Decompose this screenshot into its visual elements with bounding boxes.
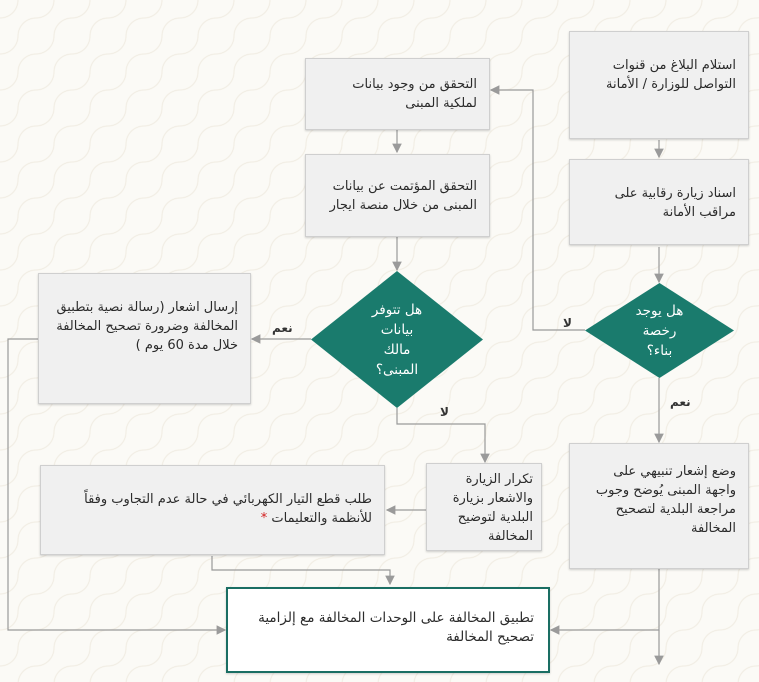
cut-power-text: طلب قطع التيار الكهربائي في حالة عدم الت… xyxy=(84,492,372,526)
repeat-visit-text: تكرار الزيارة والاشعار بزيارة البلدية لت… xyxy=(452,472,533,544)
inspection-visit-box: اسناد زيارة رقابية على مراقب الأمانة xyxy=(569,159,749,245)
automated-check-box: التحقق المؤتمت عن بيانات المبنى من خلال … xyxy=(305,154,490,237)
automated-check-text: التحقق المؤتمت عن بيانات المبنى من خلال … xyxy=(329,179,477,213)
permit-no-label: لا xyxy=(563,316,572,330)
inspection-visit-text: اسناد زيارة رقابية على مراقب الأمانة xyxy=(614,186,736,220)
permit-yes-label: نعم xyxy=(670,395,691,409)
owner-yes-label: نعم xyxy=(272,321,293,335)
receive-report-box: استلام البلاغ من قنوات التواصل للوزارة /… xyxy=(569,31,749,139)
warning-notice-box: وضع إشعار تنبيهي على واجهة المبنى يُوضح … xyxy=(569,443,749,569)
owner-no-label: لا xyxy=(440,405,449,419)
verify-owner-data-text: التحقق من وجود بيانات لملكية المبنى xyxy=(352,77,477,111)
repeat-visit-box: تكرار الزيارة والاشعار بزيارة البلدية لت… xyxy=(426,463,542,551)
connector-permit-no xyxy=(489,85,585,331)
permit-exists-text: هل يوجد رخصة بناء؟ xyxy=(635,302,684,359)
cut-power-box: طلب قطع التيار الكهربائي في حالة عدم الت… xyxy=(40,465,385,555)
connector-notice-to-apply xyxy=(7,338,227,635)
apply-violation-text: تطبيق المخالفة على الوحدات المخالفة مع إ… xyxy=(258,610,534,645)
connector-cutpower-to-apply xyxy=(211,556,395,586)
warning-notice-text: وضع إشعار تنبيهي على واجهة المبنى يُوضح … xyxy=(595,464,736,536)
send-notice-text: إرسال اشعار (رسالة نصية بتطبيق المخالفة … xyxy=(56,300,238,353)
permit-exists-decision: هل يوجد رخصة بناء؟ xyxy=(585,283,734,378)
connector-owner-no xyxy=(396,408,490,464)
owner-data-text: هل تتوفر بيانات مالك المبنى؟ xyxy=(371,301,423,378)
owner-data-decision: هل تتوفر بيانات مالك المبنى؟ xyxy=(311,271,483,408)
required-mark: * xyxy=(260,511,268,526)
receive-report-text: استلام البلاغ من قنوات التواصل للوزارة /… xyxy=(606,58,736,92)
apply-violation-box: تطبيق المخالفة على الوحدات المخالفة مع إ… xyxy=(226,587,550,673)
connector-warning-to-apply xyxy=(549,569,660,635)
verify-owner-data-box: التحقق من وجود بيانات لملكية المبنى xyxy=(305,58,490,130)
send-notice-box: إرسال اشعار (رسالة نصية بتطبيق المخالفة … xyxy=(38,273,251,404)
